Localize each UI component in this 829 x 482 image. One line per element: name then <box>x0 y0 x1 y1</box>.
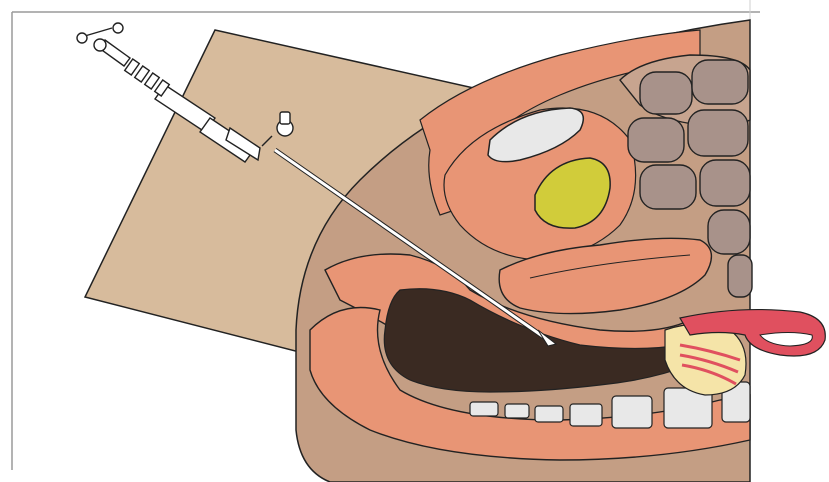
plunger-cap <box>94 39 106 51</box>
bone-segment <box>470 402 498 416</box>
bowel-loop <box>688 110 748 156</box>
bone-segment <box>505 404 529 418</box>
plunger-grip <box>125 59 170 96</box>
bowel-loop <box>708 210 750 254</box>
bowel-loop <box>700 160 750 206</box>
bone-segment <box>535 406 563 422</box>
bowel-loop <box>692 60 748 104</box>
bowel-loop <box>628 118 684 162</box>
flange-knob <box>113 23 123 33</box>
bone-segment <box>612 396 652 428</box>
bowel-loop <box>728 255 752 297</box>
bowel-loop <box>640 72 692 114</box>
bowel-loop <box>640 165 696 209</box>
bone-segment <box>570 404 602 426</box>
flange-knob <box>77 33 87 43</box>
